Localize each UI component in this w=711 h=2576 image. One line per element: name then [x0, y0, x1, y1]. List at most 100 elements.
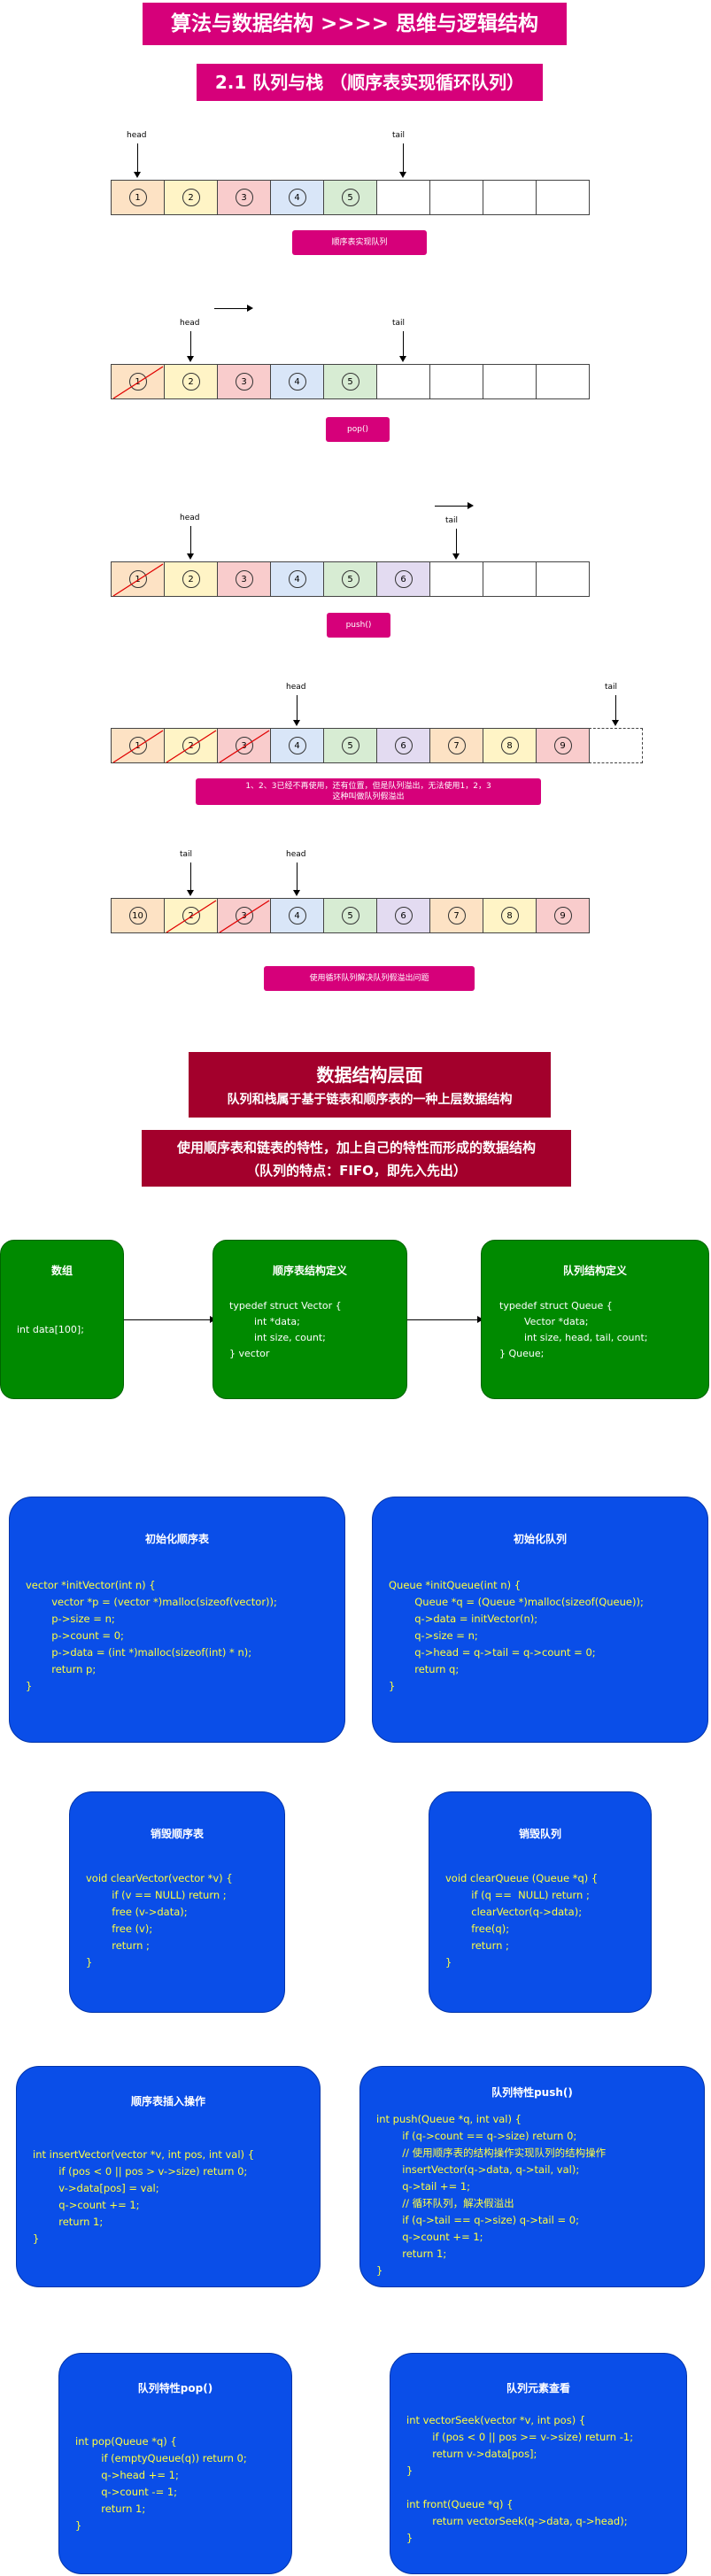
queue-cell: 2: [164, 561, 218, 597]
queue-cell: 3: [217, 728, 271, 763]
queue-cell: 5: [323, 898, 377, 933]
cell-value-circle: 3: [235, 570, 253, 588]
queue-cell: 10: [111, 898, 165, 933]
queue-cell: [483, 364, 537, 399]
array-box-code: int data[100];: [17, 1324, 84, 1335]
clear-queue-box: 销毁队列 void clearQueue (Queue *q) { if (q …: [429, 1791, 652, 2013]
queue-cell: 8: [483, 898, 537, 933]
queue-cell: [429, 561, 483, 597]
seek-box: 队列元素查看 int vectorSeek(vector *v, int pos…: [390, 2353, 687, 2574]
head-pointer-arrow: [187, 331, 194, 362]
queue-cell: [536, 561, 590, 597]
data-layer-desc-line1: 使用顺序表和链表的特性，加上自己的特性而形成的数据结构: [176, 1140, 536, 1156]
queue-cell: 9: [536, 898, 590, 933]
data-layer-banner: 数据结构层面 队列和栈属于基于链表和顺序表的一种上层数据结构: [189, 1052, 551, 1118]
init-queue-code: Queue *initQueue(int n) { Queue *q = (Qu…: [389, 1579, 644, 1692]
vector-struct-box: 顺序表结构定义 typedef struct Vector { int *dat…: [213, 1240, 407, 1399]
queue-cell: 1: [111, 561, 165, 597]
seek-title: 队列元素查看: [506, 2382, 570, 2394]
row-caption: 顺序表实现队列: [292, 230, 427, 255]
vector-struct-box-code: typedef struct Vector { int *data; int s…: [229, 1300, 342, 1359]
queue-struct-box: 队列结构定义 typedef struct Queue { Vector *da…: [481, 1240, 709, 1399]
init-vector-box: 初始化顺序表 vector *initVector(int n) { vecto…: [9, 1497, 345, 1743]
queue-cell: 1: [111, 728, 165, 763]
crossed-out-mark: [219, 900, 270, 933]
row-caption: push(): [327, 613, 390, 638]
queue-cell: 6: [376, 561, 430, 597]
cell-value-circle: 5: [341, 737, 359, 754]
push-box: 队列特性push() int push(Queue *q, int val) {…: [359, 2066, 705, 2287]
cell-value-circle: 6: [394, 907, 413, 924]
cell-value-circle: 2: [182, 570, 200, 588]
queue-cell: [536, 364, 590, 399]
queue-cell: 3: [217, 898, 271, 933]
queue-cell: [429, 180, 483, 215]
cell-value-circle: 4: [288, 907, 306, 924]
vector-struct-box-title: 顺序表结构定义: [272, 1265, 347, 1277]
tail-pointer-label: tail: [392, 131, 406, 140]
crossed-out-mark: [219, 730, 270, 763]
queue-cell: 4: [270, 180, 324, 215]
crossed-out-mark: [166, 730, 217, 763]
cell-value-circle: 7: [447, 737, 466, 754]
queue-cell: [589, 728, 643, 763]
push-code: int push(Queue *q, int val) { if (q->cou…: [376, 2113, 607, 2277]
queue-cell: 9: [536, 728, 590, 763]
cell-value-circle: 8: [500, 907, 519, 924]
data-layer-title: 数据结构层面: [316, 1064, 423, 1086]
cell-value-circle: 3: [235, 189, 253, 206]
data-layer-desc-line2: （队列的特点：FIFO，即先入先出）: [246, 1163, 467, 1179]
queue-cell: 5: [323, 180, 377, 215]
clear-vector-title: 销毁顺序表: [150, 1828, 204, 1840]
queue-cell: 2: [164, 364, 218, 399]
cell-value-circle: 2: [182, 737, 200, 754]
queue-cell: 2: [164, 898, 218, 933]
crossed-out-mark: [112, 730, 164, 763]
head-pointer-arrow: [187, 526, 194, 560]
queue-cell: [536, 180, 590, 215]
cell-value-circle: 5: [341, 373, 359, 391]
init-vector-title: 初始化顺序表: [144, 1533, 209, 1545]
queue-cell: 7: [429, 898, 483, 933]
crossed-out-mark: [166, 900, 217, 933]
main-title-banner: 算法与数据结构 >>>> 思维与逻辑结构: [143, 3, 567, 45]
cell-value-circle: 6: [394, 570, 413, 588]
cell-value-circle: 5: [341, 189, 359, 206]
tail-pointer-label: tail: [445, 516, 459, 525]
queue-cell: 5: [323, 728, 377, 763]
row-caption: pop(): [326, 417, 390, 442]
queue-cell: 6: [376, 728, 430, 763]
cell-value-circle: 10: [128, 907, 147, 924]
queue-cell: [483, 180, 537, 215]
tail-pointer-label: tail: [392, 319, 406, 328]
queue-cell: 3: [217, 561, 271, 597]
seek-code: int vectorSeek(vector *v, int pos) { if …: [406, 2414, 634, 2544]
clear-queue-code: void clearQueue (Queue *q) { if (q == NU…: [445, 1872, 599, 1969]
queue-cell: 2: [164, 180, 218, 215]
queue-cell: 4: [270, 561, 324, 597]
head-pointer-label: head: [286, 850, 306, 859]
insert-vector-title: 顺序表插入操作: [130, 2095, 205, 2108]
cell-value-circle: 2: [182, 189, 200, 206]
queue-struct-box-code: typedef struct Queue { Vector *data; int…: [499, 1300, 648, 1359]
tail-pointer-arrow: [612, 695, 619, 726]
pop-title: 队列特性pop(): [137, 2382, 213, 2394]
cell-value-circle: 4: [288, 737, 306, 754]
queue-cell: 1: [111, 180, 165, 215]
data-layer-subtitle: 队列和栈属于基于链表和顺序表的一种上层数据结构: [227, 1093, 513, 1107]
tail-pointer-arrow: [399, 331, 406, 362]
caption-line-2: 这种叫做队列假溢出: [332, 793, 405, 801]
move-direction-arrow: [435, 502, 474, 509]
queue-cell: 3: [217, 180, 271, 215]
head-pointer-label: head: [127, 131, 147, 140]
cell-value-circle: 3: [235, 737, 253, 754]
insert-vector-code: int insertVector(vector *v, int pos, int…: [33, 2148, 255, 2245]
data-layer-description: 使用顺序表和链表的特性，加上自己的特性而形成的数据结构 （队列的特点：FIFO，…: [142, 1130, 571, 1187]
cell-value-circle: 1: [128, 737, 147, 754]
clear-vector-code: void clearVector(vector *v) { if (v == N…: [86, 1872, 233, 1969]
queue-cell: 4: [270, 898, 324, 933]
tail-pointer-arrow: [452, 529, 460, 560]
tail-pointer-label: tail: [605, 683, 618, 692]
arrow-vector-to-queue: [407, 1316, 483, 1323]
cell-value-circle: 4: [288, 189, 306, 206]
